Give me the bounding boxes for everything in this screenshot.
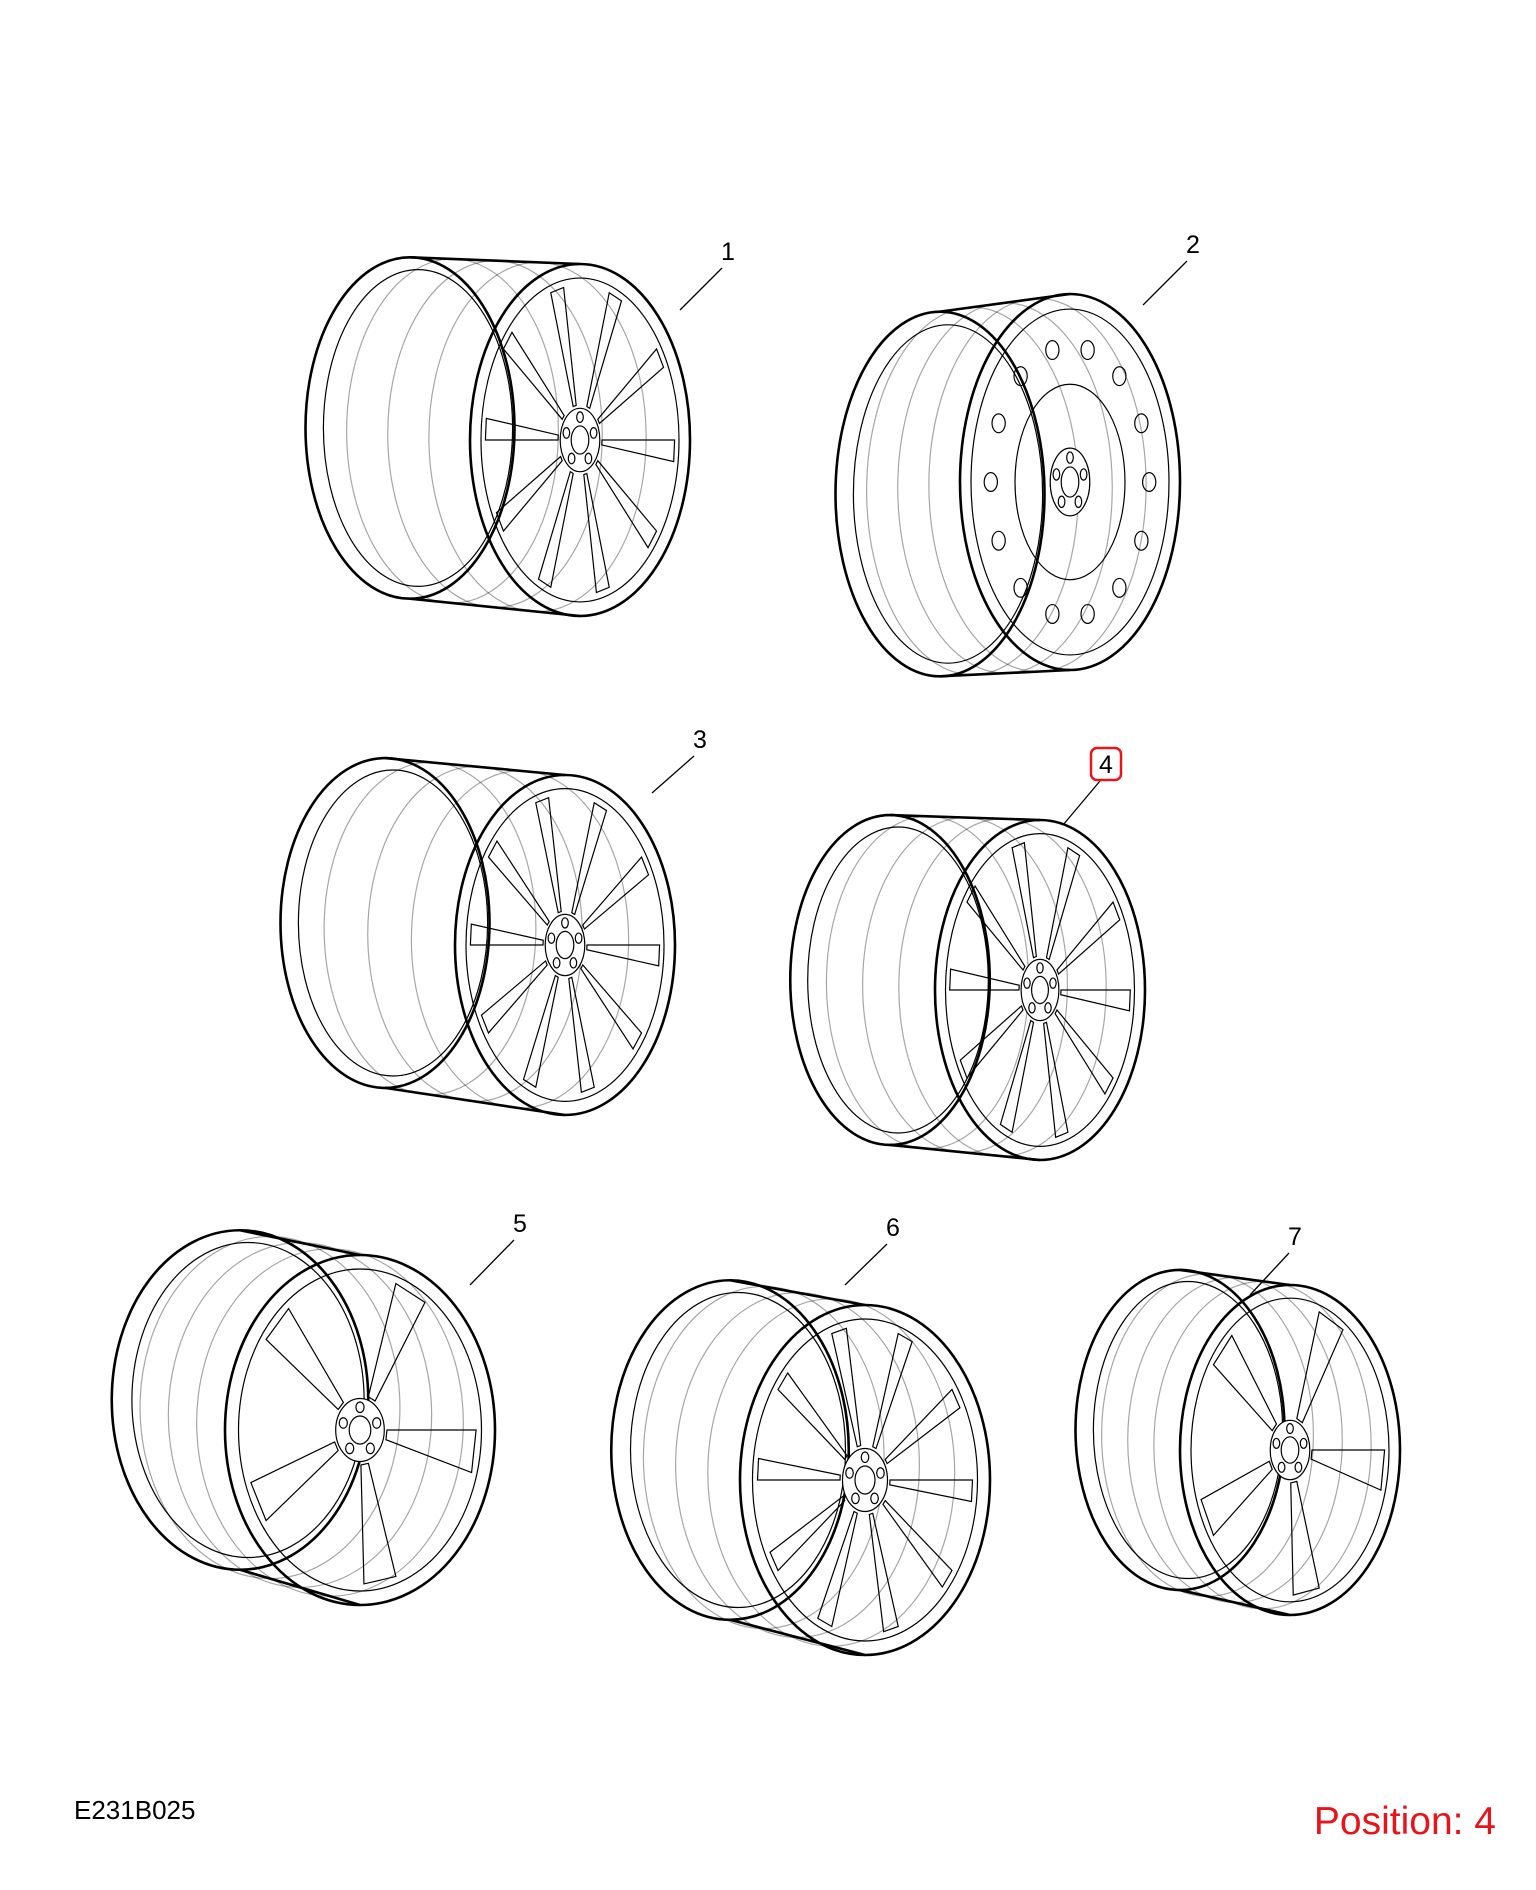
wheel-7	[1074, 1268, 1402, 1617]
wheel-5-back-rim	[110, 1228, 370, 1572]
callout-label-1[interactable]: 1	[721, 238, 735, 266]
wheel-1-front-face	[468, 262, 692, 618]
wheel-6-front-face	[738, 1303, 992, 1657]
selected-callout-highlight	[1089, 746, 1123, 782]
wheel-5	[110, 1228, 497, 1607]
wheel-4	[788, 813, 1147, 1162]
drawing-id: E231B025	[74, 1795, 196, 1825]
wheel-7-front-face	[1178, 1283, 1402, 1617]
wheel-1-back-rim	[304, 255, 516, 601]
callout-label-3[interactable]: 3	[693, 726, 707, 754]
callout-leader-2	[1142, 260, 1188, 306]
wheel-6-back-rim	[609, 1278, 851, 1622]
callout-label-5[interactable]: 5	[513, 1210, 527, 1238]
callout-leader-5	[469, 1239, 515, 1286]
wheel-4-back-rim	[788, 813, 992, 1147]
callout-label-6[interactable]: 6	[886, 1214, 900, 1242]
callout-label-2[interactable]: 2	[1186, 231, 1200, 259]
wheel-3	[279, 756, 677, 1117]
wheel-1	[304, 255, 692, 618]
wheel-3-back-rim	[279, 756, 491, 1090]
callout-label-4[interactable]: 4	[1099, 751, 1113, 779]
wheel-5-front-face	[223, 1253, 497, 1607]
callout-leader-3	[651, 755, 695, 794]
position-label: Position: 4	[1313, 1800, 1496, 1843]
callout-leader-7	[1249, 1252, 1290, 1296]
wheel-4-front-face	[933, 818, 1147, 1162]
wheel-6	[609, 1278, 992, 1657]
wheel-2	[834, 292, 1182, 678]
callout-leader-1	[679, 267, 723, 311]
callout-label-7[interactable]: 7	[1288, 1223, 1302, 1251]
wheel-2-front-face	[958, 292, 1182, 672]
callout-leader-4	[1062, 780, 1101, 826]
wheel-3-front-face	[453, 773, 677, 1117]
callout-leader-6	[844, 1243, 888, 1286]
